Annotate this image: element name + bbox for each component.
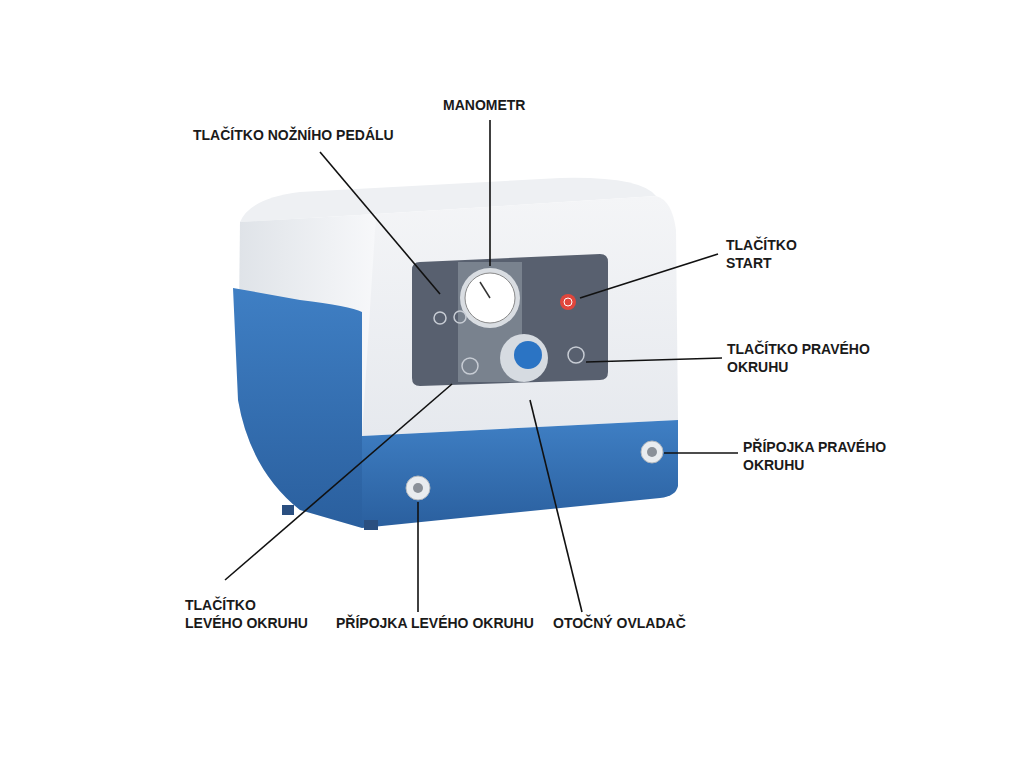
leader-line	[320, 152, 440, 294]
right-circuit-button	[568, 347, 584, 363]
leader-line	[417, 502, 419, 612]
callout-label: MANOMETR	[443, 96, 563, 114]
rotary-knob	[514, 341, 542, 369]
manometer-dial	[465, 273, 515, 323]
right-port-hole	[647, 447, 657, 457]
left-port-hole	[413, 483, 423, 493]
pedal-button	[454, 311, 466, 323]
manometer-bezel	[460, 268, 520, 328]
callout-label: TLAČÍTKO LEVÉHO OKRUHU	[185, 596, 315, 632]
manometer-needle	[480, 282, 490, 298]
pedal-button	[434, 312, 446, 324]
device-foot	[364, 520, 378, 530]
start-button	[560, 294, 576, 310]
callout-label: OTOČNÝ OVLADAČ	[553, 614, 713, 632]
control-panel	[412, 254, 608, 386]
device-foot	[282, 505, 294, 515]
left-circuit-button	[462, 358, 478, 374]
device-front-base	[362, 420, 678, 528]
device-side-base	[233, 288, 362, 528]
callout-label: TLAČÍTKO PRAVÉHO OKRUHU	[727, 340, 877, 376]
left-port	[406, 476, 430, 500]
leader-line	[586, 358, 722, 362]
leader-line	[530, 400, 582, 612]
callout-label: PŘÍPOJKA PRAVÉHO OKRUHU	[743, 438, 913, 474]
device-front	[362, 196, 678, 436]
knob-ring	[500, 334, 548, 382]
callout-label: PŘÍPOJKA LEVÉHO OKRUHU	[336, 614, 556, 632]
callout-label: TLAČÍTKO START	[726, 236, 816, 272]
start-icon	[564, 298, 572, 306]
leader-line	[580, 254, 718, 298]
callout-label: TLAČÍTKO NOŽNÍHO PEDÁLU	[193, 126, 453, 144]
leader-line	[664, 452, 738, 454]
leader-line	[489, 120, 491, 266]
right-port	[641, 441, 663, 463]
